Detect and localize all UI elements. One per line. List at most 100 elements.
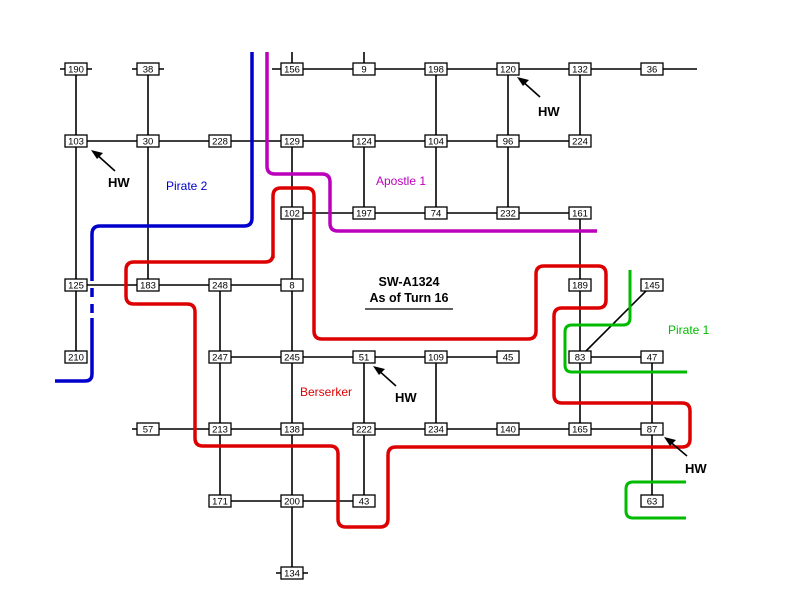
- system-197[interactable]: 197: [352, 206, 376, 220]
- system-125[interactable]: 125: [64, 278, 88, 292]
- system-189[interactable]: 189: [568, 278, 592, 292]
- system-label: 38: [143, 65, 154, 76]
- system-label: 145: [644, 281, 660, 292]
- system-247[interactable]: 247: [208, 350, 232, 364]
- system-109[interactable]: 109: [424, 350, 448, 364]
- system-label: 109: [428, 353, 444, 364]
- system-103[interactable]: 103: [64, 134, 88, 148]
- system-228[interactable]: 228: [208, 134, 232, 148]
- system-label: 102: [284, 209, 300, 220]
- system-87[interactable]: 87: [640, 422, 664, 436]
- system-190[interactable]: 190: [64, 62, 88, 76]
- map-title: SW-A1324 As of Turn 16: [365, 275, 453, 310]
- system-43[interactable]: 43: [352, 494, 376, 508]
- system-47[interactable]: 47: [640, 350, 664, 364]
- system-124[interactable]: 124: [352, 134, 376, 148]
- system-129[interactable]: 129: [280, 134, 304, 148]
- system-label: 190: [68, 65, 84, 76]
- system-label: 63: [647, 497, 658, 508]
- system-183[interactable]: 183: [136, 278, 160, 292]
- system-232[interactable]: 232: [496, 206, 520, 220]
- system-label: 198: [428, 65, 444, 76]
- system-9[interactable]: 9: [352, 62, 376, 76]
- system-102[interactable]: 102: [280, 206, 304, 220]
- title-line-2: As of Turn 16: [370, 291, 449, 305]
- region-label-apostle-1: Apostle 1: [376, 174, 426, 188]
- hw-marker-103: HW: [91, 150, 130, 190]
- system-label: 96: [503, 137, 514, 148]
- system-248[interactable]: 248: [208, 278, 232, 292]
- connection: [579, 284, 653, 358]
- system-label: 171: [212, 497, 228, 508]
- system-96[interactable]: 96: [496, 134, 520, 148]
- system-213[interactable]: 213: [208, 422, 232, 436]
- system-234[interactable]: 234: [424, 422, 448, 436]
- system-label: 134: [284, 569, 300, 580]
- hw-marker-87: HW: [664, 437, 707, 476]
- system-200[interactable]: 200: [280, 494, 304, 508]
- arrow-icon: [91, 150, 103, 159]
- system-30[interactable]: 30: [136, 134, 160, 148]
- system-label: 189: [572, 281, 588, 292]
- system-label: 103: [68, 137, 84, 148]
- arrow-icon: [664, 437, 676, 446]
- system-label: 9: [361, 65, 366, 76]
- system-161[interactable]: 161: [568, 206, 592, 220]
- pirate-2-border-lower: [55, 318, 94, 383]
- system-74[interactable]: 74: [424, 206, 448, 220]
- system-198[interactable]: 198: [424, 62, 448, 76]
- pirate-1-border-upper: [563, 270, 687, 374]
- system-63[interactable]: 63: [640, 494, 664, 508]
- hw-marker-120: HW: [517, 77, 560, 119]
- system-label: 124: [356, 137, 372, 148]
- system-label: 165: [572, 425, 588, 436]
- system-38[interactable]: 38: [136, 62, 160, 76]
- system-45[interactable]: 45: [496, 350, 520, 364]
- system-label: 140: [500, 425, 516, 436]
- system-210[interactable]: 210: [64, 350, 88, 364]
- system-140[interactable]: 140: [496, 422, 520, 436]
- system-36[interactable]: 36: [640, 62, 664, 76]
- region-labels: Pirate 2 Apostle 1 Berserker Pirate 1: [166, 174, 710, 399]
- system-165[interactable]: 165: [568, 422, 592, 436]
- territory-borders: [55, 52, 692, 529]
- system-120[interactable]: 120: [496, 62, 520, 76]
- system-label: 51: [359, 353, 370, 364]
- arrow-icon: [517, 77, 529, 86]
- region-label-pirate-1: Pirate 1: [668, 323, 710, 337]
- system-51[interactable]: 51: [352, 350, 376, 364]
- hw-marker-51: HW: [373, 366, 417, 405]
- system-label: 74: [431, 209, 442, 220]
- hw-label: HW: [395, 390, 417, 405]
- system-83[interactable]: 83: [568, 350, 592, 364]
- system-label: 129: [284, 137, 300, 148]
- system-label: 83: [575, 353, 586, 364]
- system-8[interactable]: 8: [280, 278, 304, 292]
- region-label-berserker: Berserker: [300, 385, 352, 399]
- system-104[interactable]: 104: [424, 134, 448, 148]
- system-138[interactable]: 138: [280, 422, 304, 436]
- system-245[interactable]: 245: [280, 350, 304, 364]
- system-label: 8: [289, 281, 294, 292]
- system-label: 210: [68, 353, 84, 364]
- system-label: 120: [500, 65, 516, 76]
- system-label: 200: [284, 497, 300, 508]
- system-224[interactable]: 224: [568, 134, 592, 148]
- hw-label: HW: [685, 461, 707, 476]
- system-label: 248: [212, 281, 228, 292]
- system-57[interactable]: 57: [136, 422, 160, 436]
- system-145[interactable]: 145: [640, 278, 664, 292]
- system-label: 228: [212, 137, 228, 148]
- system-222[interactable]: 222: [352, 422, 376, 436]
- system-132[interactable]: 132: [568, 62, 592, 76]
- title-line-1: SW-A1324: [379, 275, 440, 289]
- star-systems: 190 38 156 9 198 120 132 36 103 30 228 1…: [64, 62, 664, 580]
- system-label: 43: [359, 497, 370, 508]
- system-171[interactable]: 171: [208, 494, 232, 508]
- system-label: 156: [284, 65, 300, 76]
- system-134[interactable]: 134: [280, 566, 304, 580]
- system-156[interactable]: 156: [280, 62, 304, 76]
- system-label: 232: [500, 209, 516, 220]
- apostle-1-border: [265, 52, 597, 233]
